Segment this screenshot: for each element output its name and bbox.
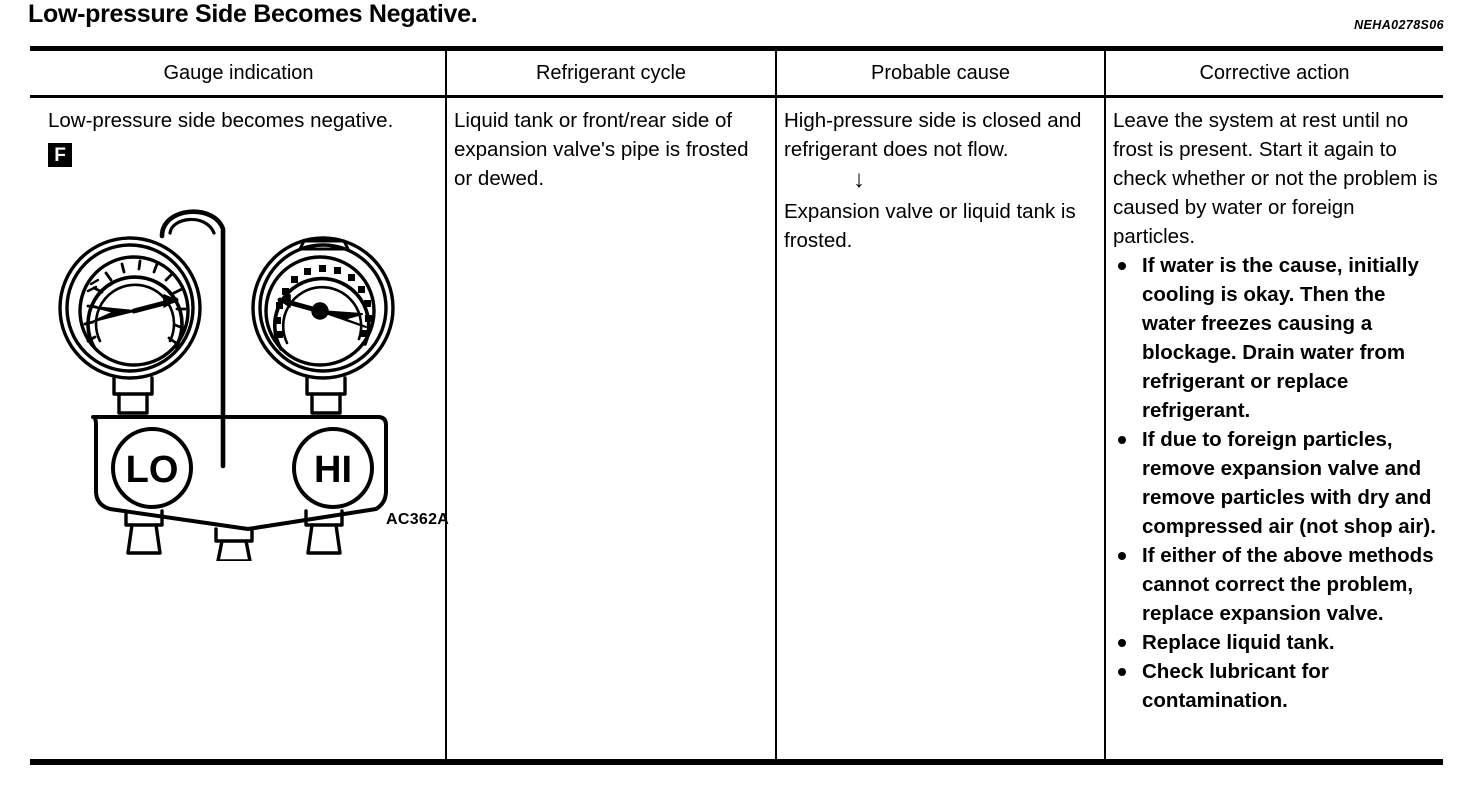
figure-caption: AC362A bbox=[386, 511, 450, 528]
document-code: NEHA0278S06 bbox=[1354, 18, 1444, 32]
list-item: Check lubricant for contamination. bbox=[1113, 657, 1439, 715]
probable-cause-secondary: Expansion valve or liquid tank is froste… bbox=[784, 200, 1076, 252]
list-item: If either of the above methods cannot co… bbox=[1113, 541, 1439, 628]
cell-refrigerant-cycle: Liquid tank or front/rear side of expans… bbox=[454, 106, 766, 193]
symbol-badge-f: F bbox=[48, 143, 72, 167]
manifold-gauge-figure: LO HI AC362A bbox=[48, 181, 449, 561]
corrective-action-intro: Leave the system at rest until no frost … bbox=[1113, 109, 1438, 248]
corrective-action-bullet-list: If water is the cause, initially cooling… bbox=[1113, 251, 1439, 715]
table-header-rule bbox=[30, 95, 1443, 98]
probable-cause-primary: High-pressure side is closed and refrige… bbox=[784, 109, 1082, 161]
column-header-refrigerant-cycle: Refrigerant cycle bbox=[535, 62, 687, 84]
column-divider-1 bbox=[445, 46, 447, 765]
list-item: If due to foreign particles, remove expa… bbox=[1113, 425, 1439, 541]
cell-corrective-action: Leave the system at rest until no frost … bbox=[1113, 106, 1439, 715]
page-title: Low-pressure Side Becomes Negative. bbox=[28, 0, 478, 28]
lo-port-label: LO bbox=[126, 449, 179, 491]
hi-port-label: HI bbox=[314, 449, 352, 491]
table-bottom-rule bbox=[30, 759, 1443, 765]
list-item: Replace liquid tank. bbox=[1113, 628, 1439, 657]
column-header-corrective-action: Corrective action bbox=[1199, 62, 1350, 84]
troubleshooting-table: Gauge indication Refrigerant cycle Proba… bbox=[30, 46, 1443, 768]
column-divider-2 bbox=[775, 46, 777, 765]
refrigerant-cycle-text: Liquid tank or front/rear side of expans… bbox=[454, 109, 749, 190]
table-top-rule bbox=[30, 46, 1443, 51]
manifold-gauge-illustration: LO HI bbox=[58, 209, 395, 561]
cell-probable-cause: High-pressure side is closed and refrige… bbox=[784, 106, 1096, 255]
column-divider-3 bbox=[1104, 46, 1106, 765]
column-header-probable-cause: Probable cause bbox=[871, 62, 1010, 84]
column-header-gauge-indication: Gauge indication bbox=[163, 62, 314, 84]
gauge-indication-text: Low-pressure side becomes negative. bbox=[48, 109, 394, 132]
down-arrow-icon: ↓ bbox=[853, 166, 865, 193]
cell-gauge-indication: Low-pressure side becomes negative. F bbox=[48, 106, 449, 561]
list-item: If water is the cause, initially cooling… bbox=[1113, 251, 1439, 425]
